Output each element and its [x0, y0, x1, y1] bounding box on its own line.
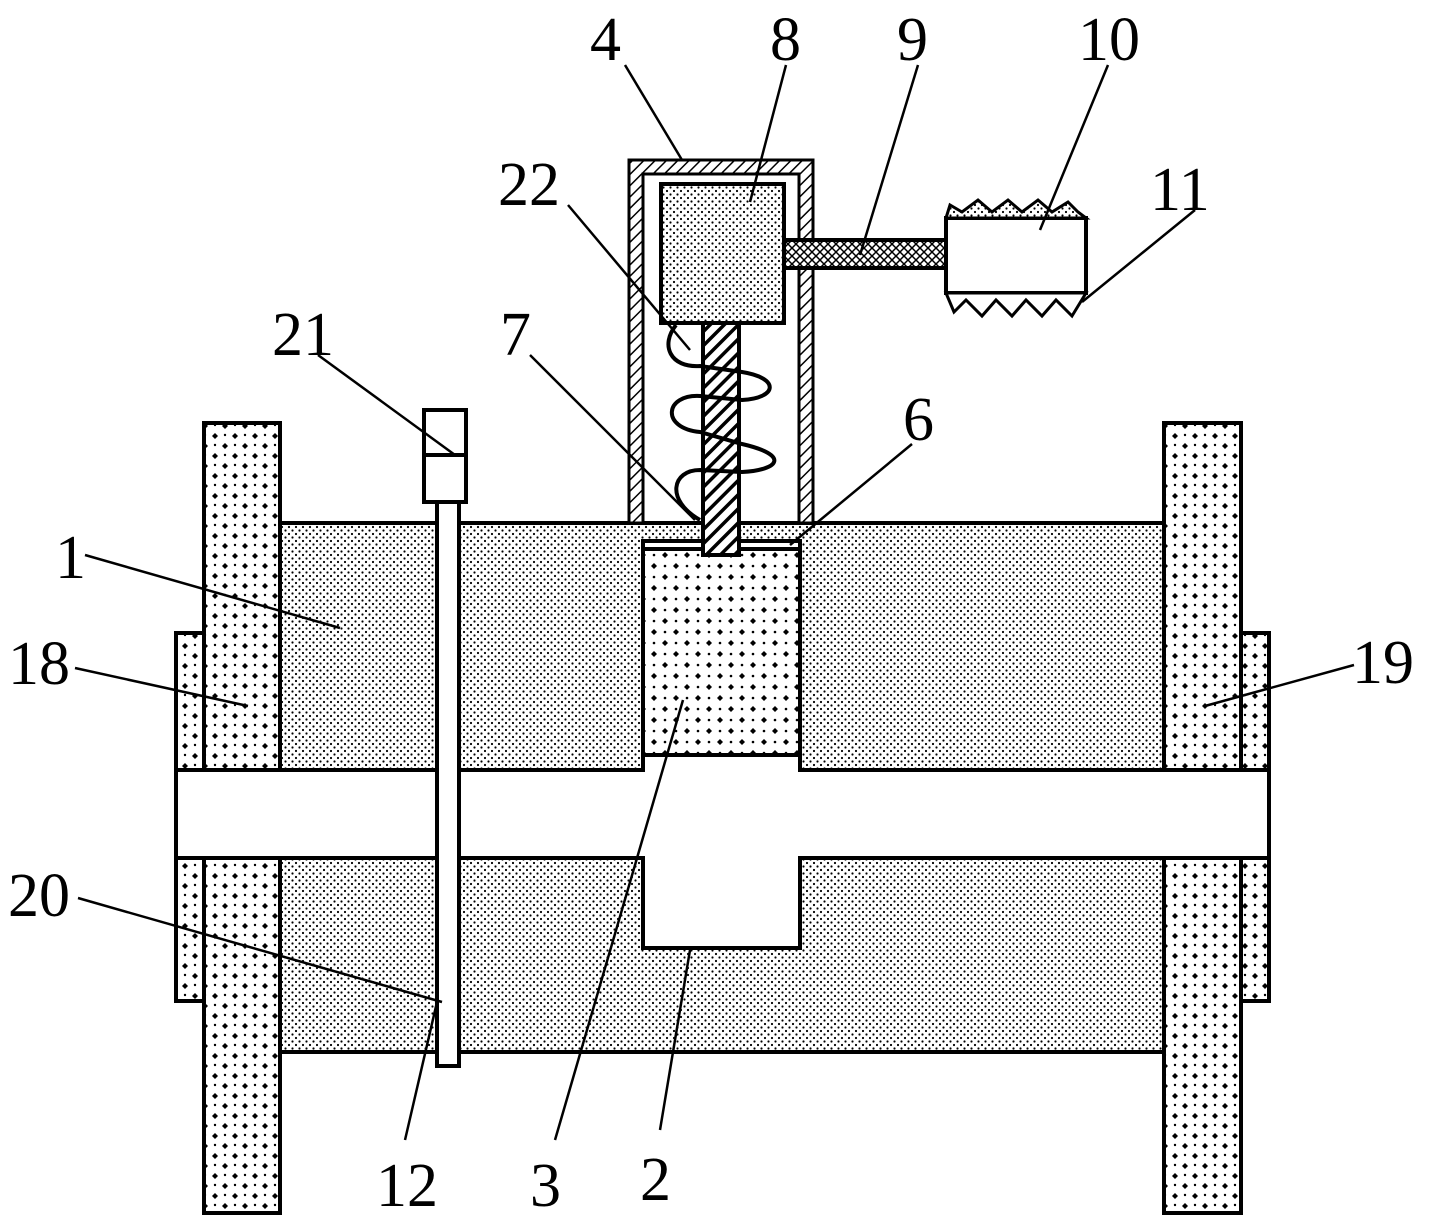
label-7: 7 — [500, 301, 531, 369]
probe-rod — [435, 498, 461, 1068]
label-12: 12 — [376, 1152, 438, 1218]
label-22: 22 — [498, 151, 560, 219]
connecting-rod — [782, 238, 948, 270]
label-19: 19 — [1352, 629, 1414, 697]
right-pipe-stub-lower — [1239, 856, 1271, 1003]
left-pipe-stub — [174, 631, 206, 772]
label-21: 21 — [272, 301, 334, 369]
label-11: 11 — [1150, 156, 1210, 224]
right-flange — [1162, 421, 1243, 772]
right-flange-lower — [1162, 856, 1243, 1215]
label-1: 1 — [55, 524, 86, 592]
valve-block — [641, 543, 802, 757]
label-9: 9 — [897, 6, 928, 74]
motor-block — [659, 182, 786, 325]
label-8: 8 — [770, 6, 801, 74]
label-10: 10 — [1078, 6, 1140, 74]
right-pipe-stub — [1239, 631, 1271, 772]
label-4: 4 — [590, 6, 621, 74]
label-2: 2 — [640, 1146, 671, 1214]
label-20: 20 — [8, 862, 70, 930]
pulley-wheel — [943, 198, 1091, 319]
label-3: 3 — [530, 1152, 561, 1218]
label-6: 6 — [903, 386, 934, 454]
left-flange — [202, 421, 282, 772]
housing — [627, 158, 815, 525]
left-flange-lower — [202, 856, 282, 1215]
label-18: 18 — [8, 630, 70, 698]
spring — [666, 323, 777, 522]
leader-lines — [74, 64, 1355, 1141]
